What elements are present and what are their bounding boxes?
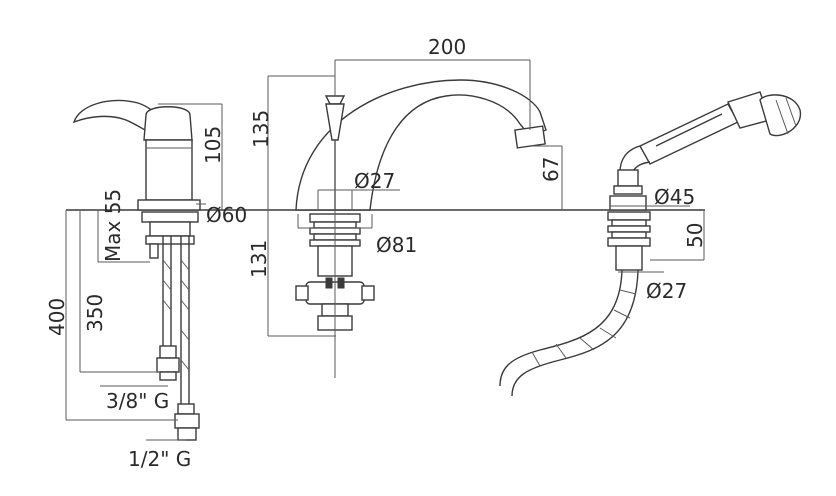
label-d45: Ø45 [654, 185, 695, 209]
label-d60: Ø60 [206, 203, 247, 227]
label-105: 105 [201, 126, 225, 164]
label-d27-bottom: Ø27 [646, 279, 687, 303]
label-d81: Ø81 [376, 233, 417, 257]
label-400: 400 [45, 298, 69, 336]
label-50: 50 [683, 223, 707, 248]
label-200: 200 [428, 35, 466, 59]
dimension-lines-right [610, 205, 705, 273]
label-1-2-g: 1/2" G [128, 447, 191, 471]
label-d27-top: Ø27 [354, 169, 395, 193]
label-3-8-g: 3/8" G [106, 389, 169, 413]
label-max55: Max 55 [101, 189, 125, 262]
label-67: 67 [539, 157, 563, 182]
dimension-lines-left [65, 103, 223, 441]
lever-mixer [72, 99, 201, 441]
label-135: 135 [249, 110, 273, 148]
dimension-lines-center [267, 59, 563, 378]
label-131: 131 [247, 240, 271, 278]
spout [295, 79, 547, 331]
dimension-labels: 200 135 105 67 Max 55 Ø60 Ø27 Ø81 Ø45 50… [45, 35, 707, 471]
label-350: 350 [83, 294, 107, 332]
hand-shower [499, 91, 801, 397]
